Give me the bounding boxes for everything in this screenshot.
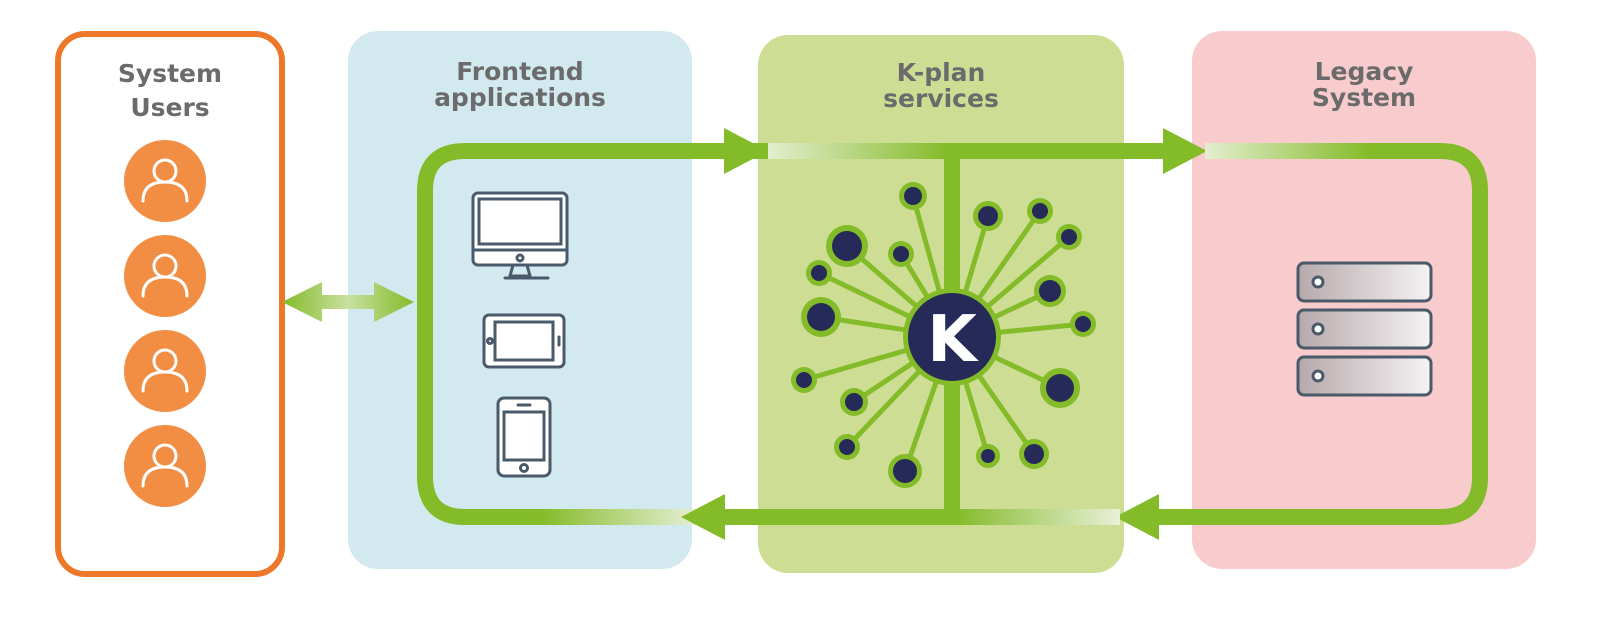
node-core — [832, 231, 862, 261]
node-core — [1032, 203, 1048, 219]
smartphone-icon — [496, 396, 552, 478]
fade-segment — [540, 509, 700, 525]
server-led — [1311, 275, 1325, 289]
server-unit — [1296, 261, 1433, 303]
user-avatar — [124, 140, 206, 222]
server-unit — [1296, 308, 1433, 350]
node-core — [981, 449, 995, 463]
server-led — [1311, 369, 1325, 383]
kplan-hub: K — [903, 288, 1001, 386]
node-core — [845, 393, 863, 411]
title-line-1: Legacy — [1314, 57, 1414, 86]
kplan-to-legacy-line — [945, 143, 1165, 159]
node-core — [796, 372, 812, 388]
node-core — [904, 187, 922, 205]
arrow-to-kplan — [724, 128, 768, 174]
node-core — [893, 246, 909, 262]
title-line-1: System — [117, 59, 223, 88]
kplan-services-title: K-plan services — [758, 60, 1124, 112]
title-line-1: Frontend — [456, 57, 584, 86]
server-unit — [1296, 355, 1433, 397]
title-line-2: applications — [434, 83, 606, 112]
node-core — [1075, 316, 1091, 332]
node-core — [807, 303, 835, 331]
node-core — [839, 439, 855, 455]
user-icon — [141, 443, 189, 488]
fade-segment — [955, 509, 1120, 525]
bidirectional-arrow-shape — [282, 282, 414, 322]
legacy-loop-path — [1155, 143, 1488, 525]
node-core — [1024, 444, 1044, 464]
title-line-2: System — [1311, 83, 1417, 112]
user-icon — [141, 348, 189, 393]
legacy-system-title: Legacy System — [1192, 59, 1536, 111]
arrow-to-kplan-from-legacy — [1115, 494, 1159, 540]
service-node — [950, 334, 1080, 408]
fade-segment — [768, 143, 948, 159]
arrow-to-legacy — [1163, 128, 1207, 174]
system-users-title: System Users — [61, 61, 279, 121]
server-stack-icon — [1296, 261, 1433, 397]
user-avatar — [124, 235, 206, 317]
user-list — [124, 140, 206, 507]
bidirectional-arrow — [282, 282, 414, 322]
node-core — [893, 459, 917, 483]
node-core — [1061, 229, 1077, 245]
title-line-2: Users — [130, 93, 210, 122]
hub-letter: K — [927, 303, 979, 377]
frontend-loop-path — [417, 143, 770, 525]
frontend-applications-title: Frontend applications — [348, 59, 692, 111]
user-icon — [141, 253, 189, 298]
desktop-monitor-icon — [471, 191, 569, 280]
fade-segment — [1205, 143, 1370, 159]
title-line-2: services — [883, 84, 999, 113]
user-avatar — [124, 330, 206, 412]
kplan-to-frontend-line — [720, 509, 960, 525]
user-icon — [141, 158, 189, 203]
user-avatar — [124, 425, 206, 507]
arrow-to-frontend — [681, 494, 725, 540]
server-led — [1311, 322, 1325, 336]
node-core — [1039, 280, 1061, 302]
node-core — [811, 265, 827, 281]
hub-core — [908, 293, 996, 381]
tablet-icon — [482, 313, 566, 369]
service-node — [826, 225, 954, 339]
node-core — [978, 206, 998, 226]
node-core — [1046, 374, 1074, 402]
title-line-1: K-plan — [896, 58, 986, 87]
